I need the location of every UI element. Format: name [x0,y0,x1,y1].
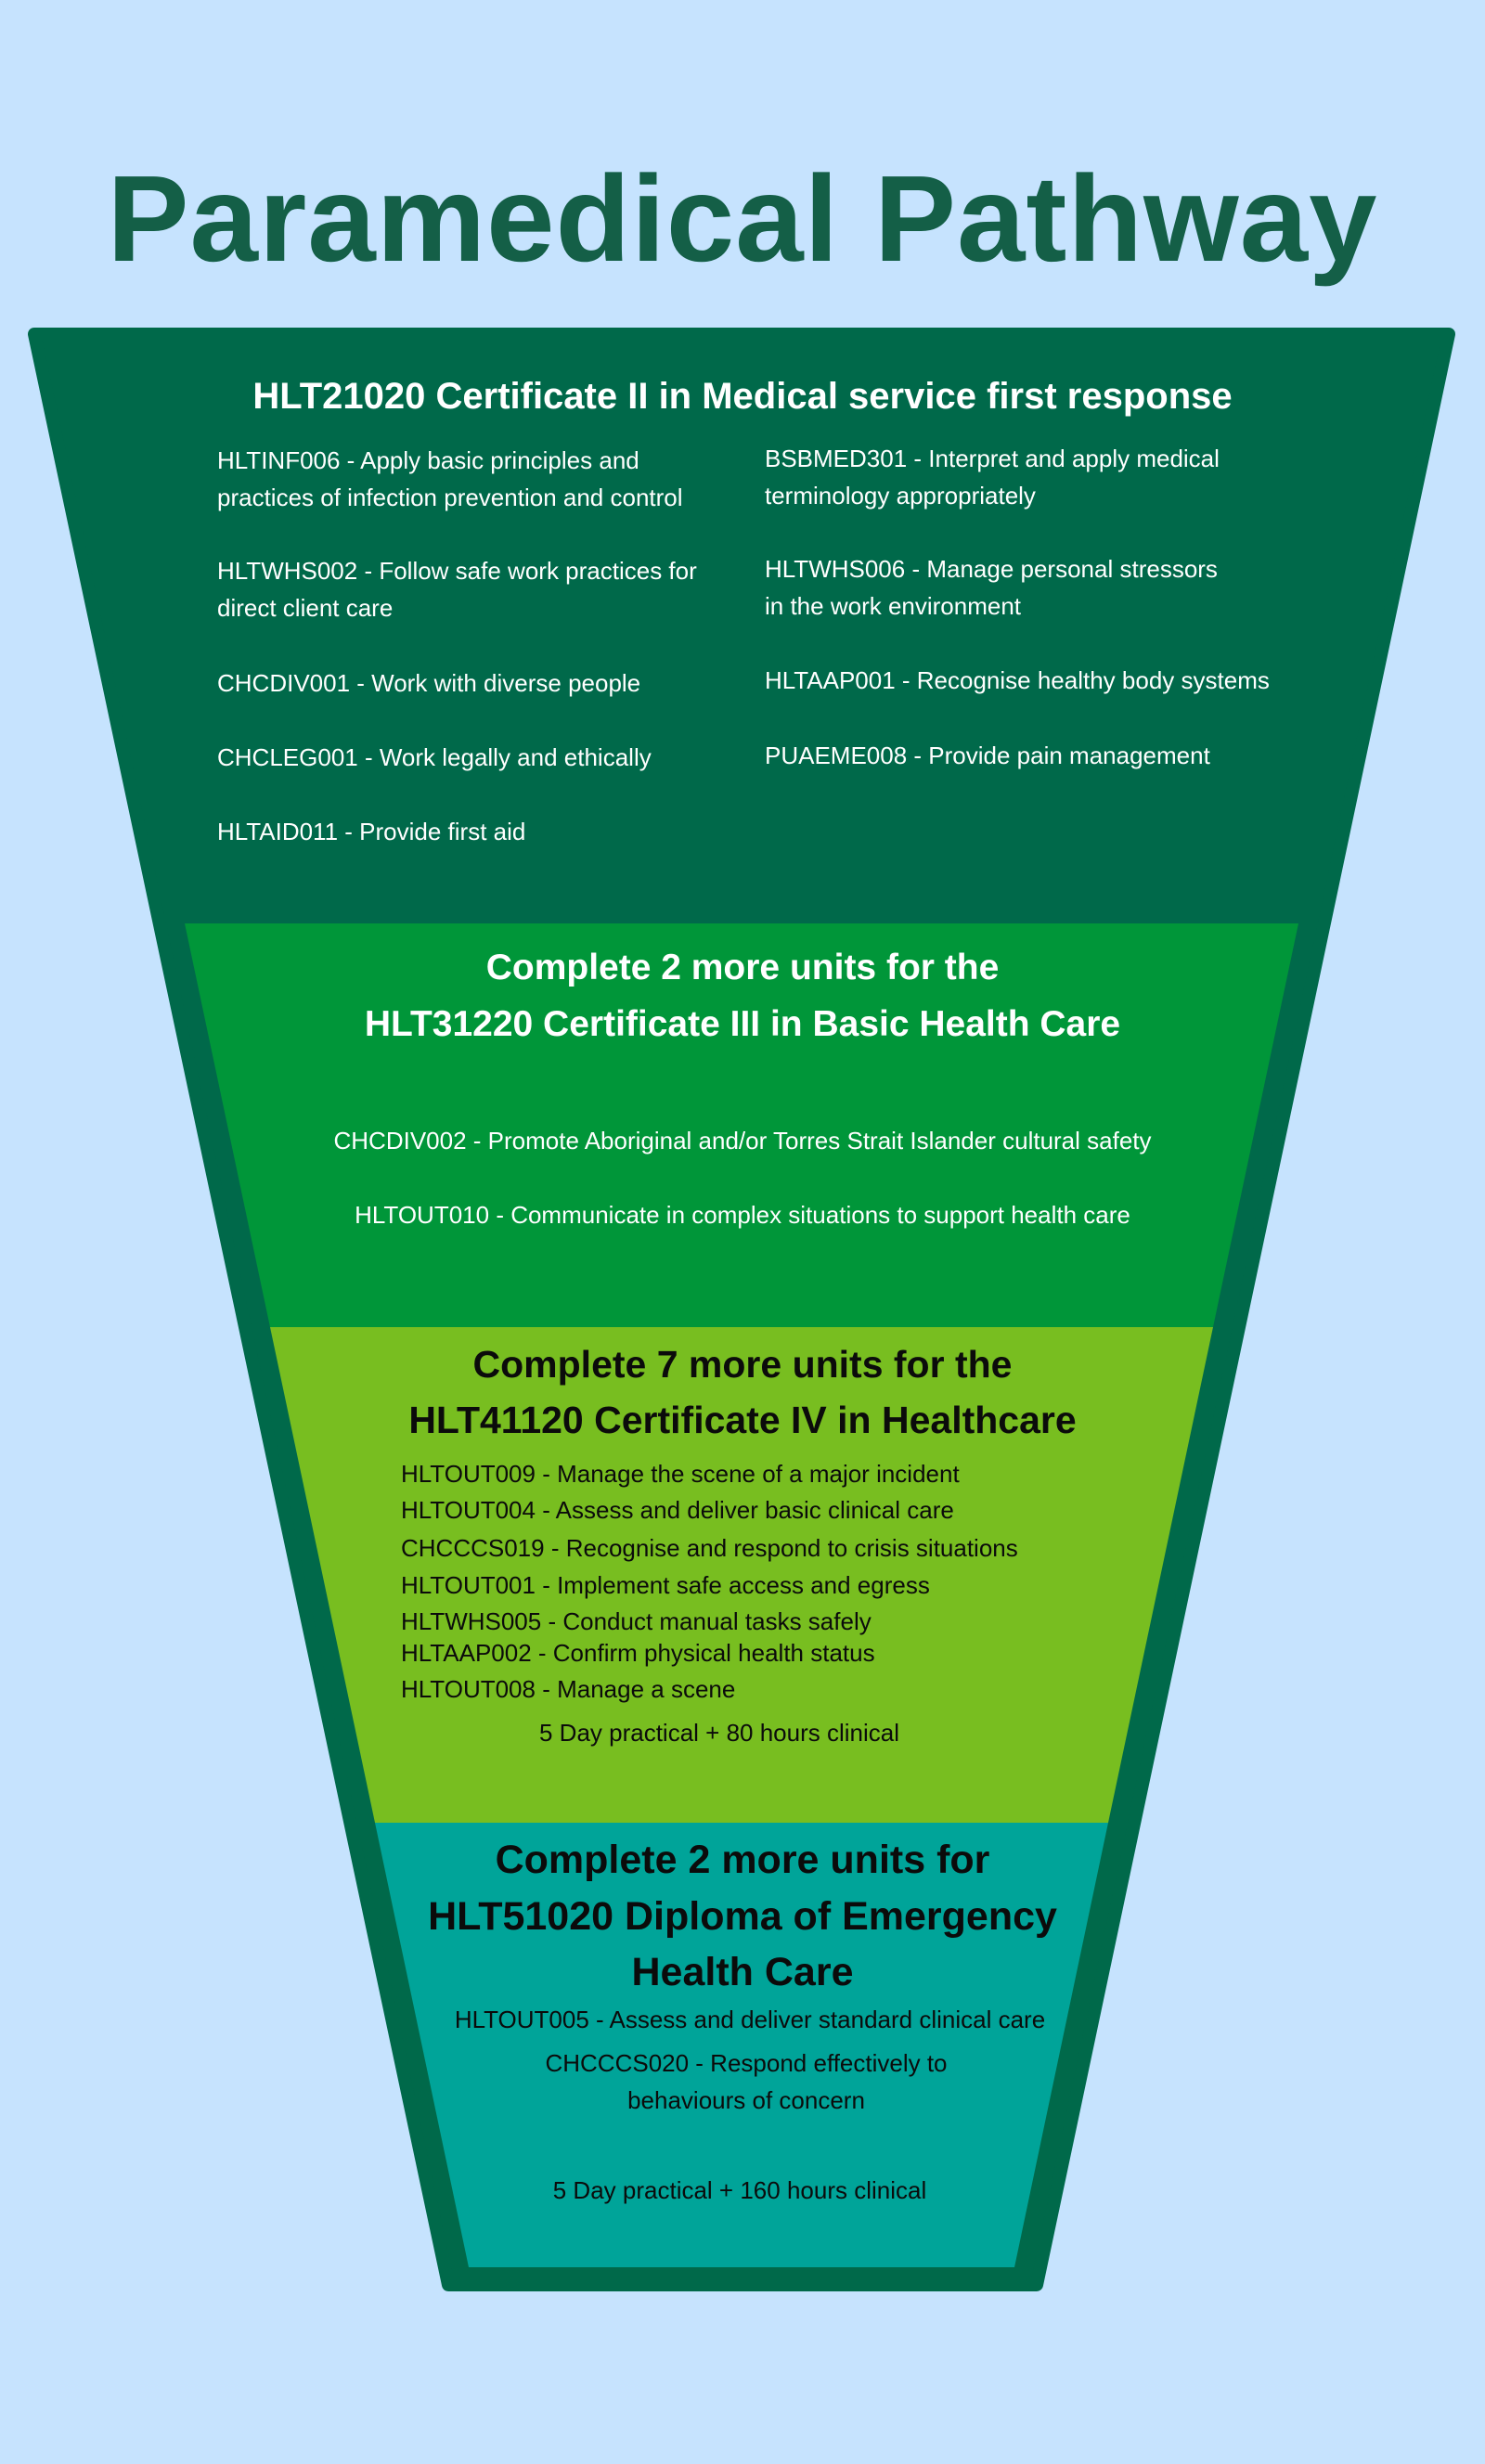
unit-line: in the work environment [765,592,1022,620]
unit-hltwhs005: HLTWHS005 - Conduct manual tasks safely [401,1607,872,1635]
page-title: Paramedical Pathway [107,150,1378,287]
unit-hltout010: HLTOUT010 - Communicate in complex situa… [355,1201,1130,1229]
unit-line: direct client care [217,594,394,622]
unit-chcdiv001: CHCDIV001 - Work with diverse people [217,669,641,697]
unit-line: CHCCCS020 - Respond effectively to [545,2049,948,2077]
unit-line: BSBMED301 - Interpret and apply medical [765,445,1220,472]
unit-puaeme008: PUAEME008 - Provide pain management [765,742,1210,769]
unit-line: practices of infection prevention and co… [217,484,683,511]
unit-hltout009: HLTOUT009 - Manage the scene of a major … [401,1460,960,1488]
unit-line: terminology appropriately [765,482,1036,510]
unit-hltwhs002: HLTWHS002 - Follow safe work practices f… [217,552,697,626]
unit-chcleg001: CHCLEG001 - Work legally and ethically [217,743,652,771]
level3-practical-note: 5 Day practical + 80 hours clinical [538,1719,900,1747]
unit-chcccs019: CHCCCS019 - Recognise and respond to cri… [401,1534,1018,1562]
level2-heading-line2: HLT31220 Certificate III in Basic Health… [364,1004,1121,1044]
level2-heading-line1: Complete 2 more units for the [485,948,1000,987]
unit-chcccs020: CHCCCS020 - Respond effectively to behavi… [0,2045,1485,2119]
unit-hltwhs006: HLTWHS006 - Manage personal stressors in … [765,550,1218,625]
unit-line: HLTWHS002 - Follow safe work practices f… [217,557,697,585]
unit-line: HLTINF006 - Apply basic principles and [217,446,639,474]
unit-line: behaviours of concern [627,2086,865,2114]
unit-bsbmed301: BSBMED301 - Interpret and apply medical t… [765,440,1220,514]
unit-hltout001: HLTOUT001 - Implement safe access and eg… [401,1571,930,1599]
unit-hltaap002: HLTAAP002 - Confirm physical health stat… [401,1639,875,1667]
unit-hltout008: HLTOUT008 - Manage a scene [401,1675,736,1703]
level4-heading-line2: HLT51020 Diploma of Emergency [428,1894,1057,1939]
level4-heading-line1: Complete 2 more units for [495,1838,990,1882]
unit-hltout005: HLTOUT005 - Assess and deliver standard … [454,2006,1046,2033]
unit-hltout004: HLTOUT004 - Assess and deliver basic cli… [401,1496,954,1524]
level4-heading-line3: Health Care [631,1950,854,1994]
level3-band [270,1327,1213,1823]
level2-band [185,923,1298,1327]
unit-hltaid011: HLTAID011 - Provide first aid [217,818,526,845]
unit-chcdiv002: CHCDIV002 - Promote Aboriginal and/or To… [333,1127,1152,1155]
unit-hltinf006: HLTINF006 - Apply basic principles and pr… [217,442,683,516]
level3-heading-line1: Complete 7 more units for the [472,1343,1013,1386]
level1-heading: HLT21020 Certificate II in Medical servi… [252,376,1233,417]
unit-hltaap001: HLTAAP001 - Recognise healthy body syste… [765,666,1270,694]
level3-heading-line2: HLT41120 Certificate IV in Healthcare [408,1399,1077,1441]
level4-band [375,1823,1108,2267]
unit-line: HLTWHS006 - Manage personal stressors [765,555,1218,583]
level4-practical-note: 5 Day practical + 160 hours clinical [552,2176,927,2204]
